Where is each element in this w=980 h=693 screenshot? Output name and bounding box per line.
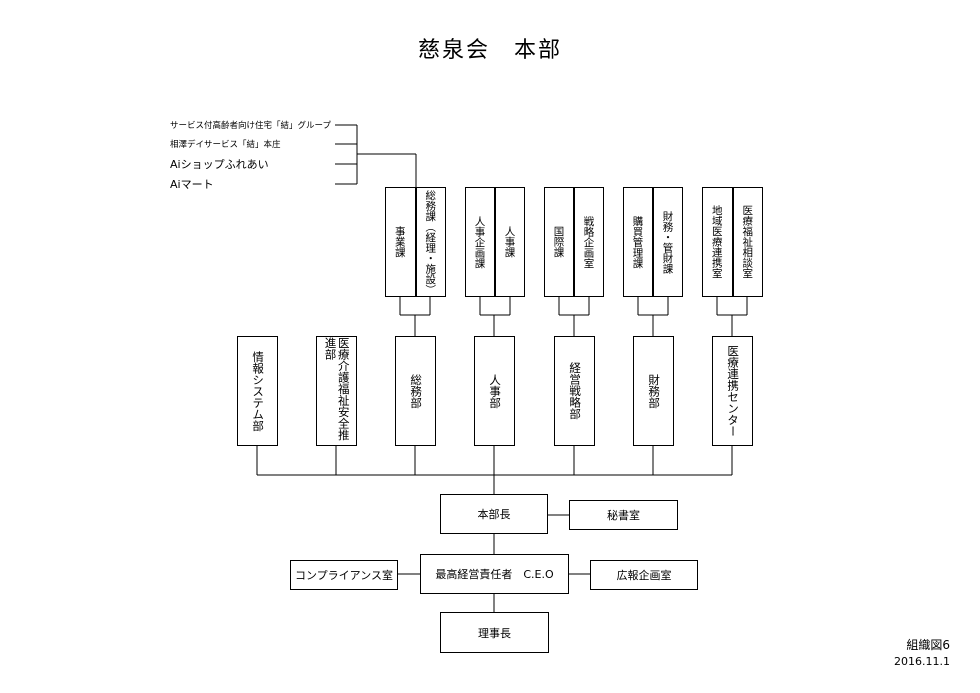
section-box: 人事課 bbox=[495, 187, 525, 297]
section-box: 事業課 bbox=[385, 187, 416, 297]
section-box: 人事企画課 bbox=[465, 187, 495, 297]
head-office-manager-box: 本部長 bbox=[440, 494, 548, 534]
chairman-box: 理事長 bbox=[440, 612, 549, 653]
section-box: 地域医療連携室 bbox=[702, 187, 733, 297]
section-box: 医療福祉相談室 bbox=[732, 187, 763, 297]
section-box: 総務課（経理・施設） bbox=[415, 187, 446, 297]
section-box: 購買管理課 bbox=[623, 187, 653, 297]
page-title: 慈泉会 本部 bbox=[417, 38, 562, 63]
ceo-box: 最高経営責任者 C.E.O bbox=[420, 554, 569, 594]
side-group-label: Aiマート bbox=[170, 178, 214, 191]
department-box: 財務部 bbox=[633, 336, 674, 446]
pr-planning-box: 広報企画室 bbox=[590, 560, 698, 590]
section-pair-soumu: 事業課 総務課（経理・施設） bbox=[385, 187, 446, 297]
department-box: 医療介護福祉安全推進部 bbox=[316, 336, 357, 446]
section-box: 財務・管財課 bbox=[653, 187, 683, 297]
department-box: 情報システム部 bbox=[237, 336, 278, 446]
department-box: 人事部 bbox=[474, 336, 515, 446]
side-group-label: サービス付高齢者向け住宅「結」グループ bbox=[170, 121, 331, 131]
section-box: 国際課 bbox=[544, 187, 574, 297]
compliance-box: コンプライアンス室 bbox=[290, 560, 398, 590]
department-box: 総務部 bbox=[395, 336, 436, 446]
section-pair-renkei: 地域医療連携室 医療福祉相談室 bbox=[702, 187, 763, 297]
section-pair-senryaku: 国際課 戦略企画室 bbox=[544, 187, 604, 297]
side-group-label: Aiショップふれあい bbox=[170, 158, 269, 171]
department-box: 経営戦略部 bbox=[554, 336, 595, 446]
section-pair-jinji: 人事企画課 人事課 bbox=[465, 187, 525, 297]
figure-label: 組織図6 bbox=[906, 638, 950, 652]
department-box: 医療連携センター bbox=[712, 336, 753, 446]
section-box: 戦略企画室 bbox=[574, 187, 604, 297]
date-label: 2016.11.1 bbox=[894, 655, 950, 668]
section-pair-zaimu: 購買管理課 財務・管財課 bbox=[623, 187, 683, 297]
secretariat-box: 秘書室 bbox=[569, 500, 678, 530]
side-group-label: 相澤デイサービス「結」本庄 bbox=[170, 140, 281, 150]
